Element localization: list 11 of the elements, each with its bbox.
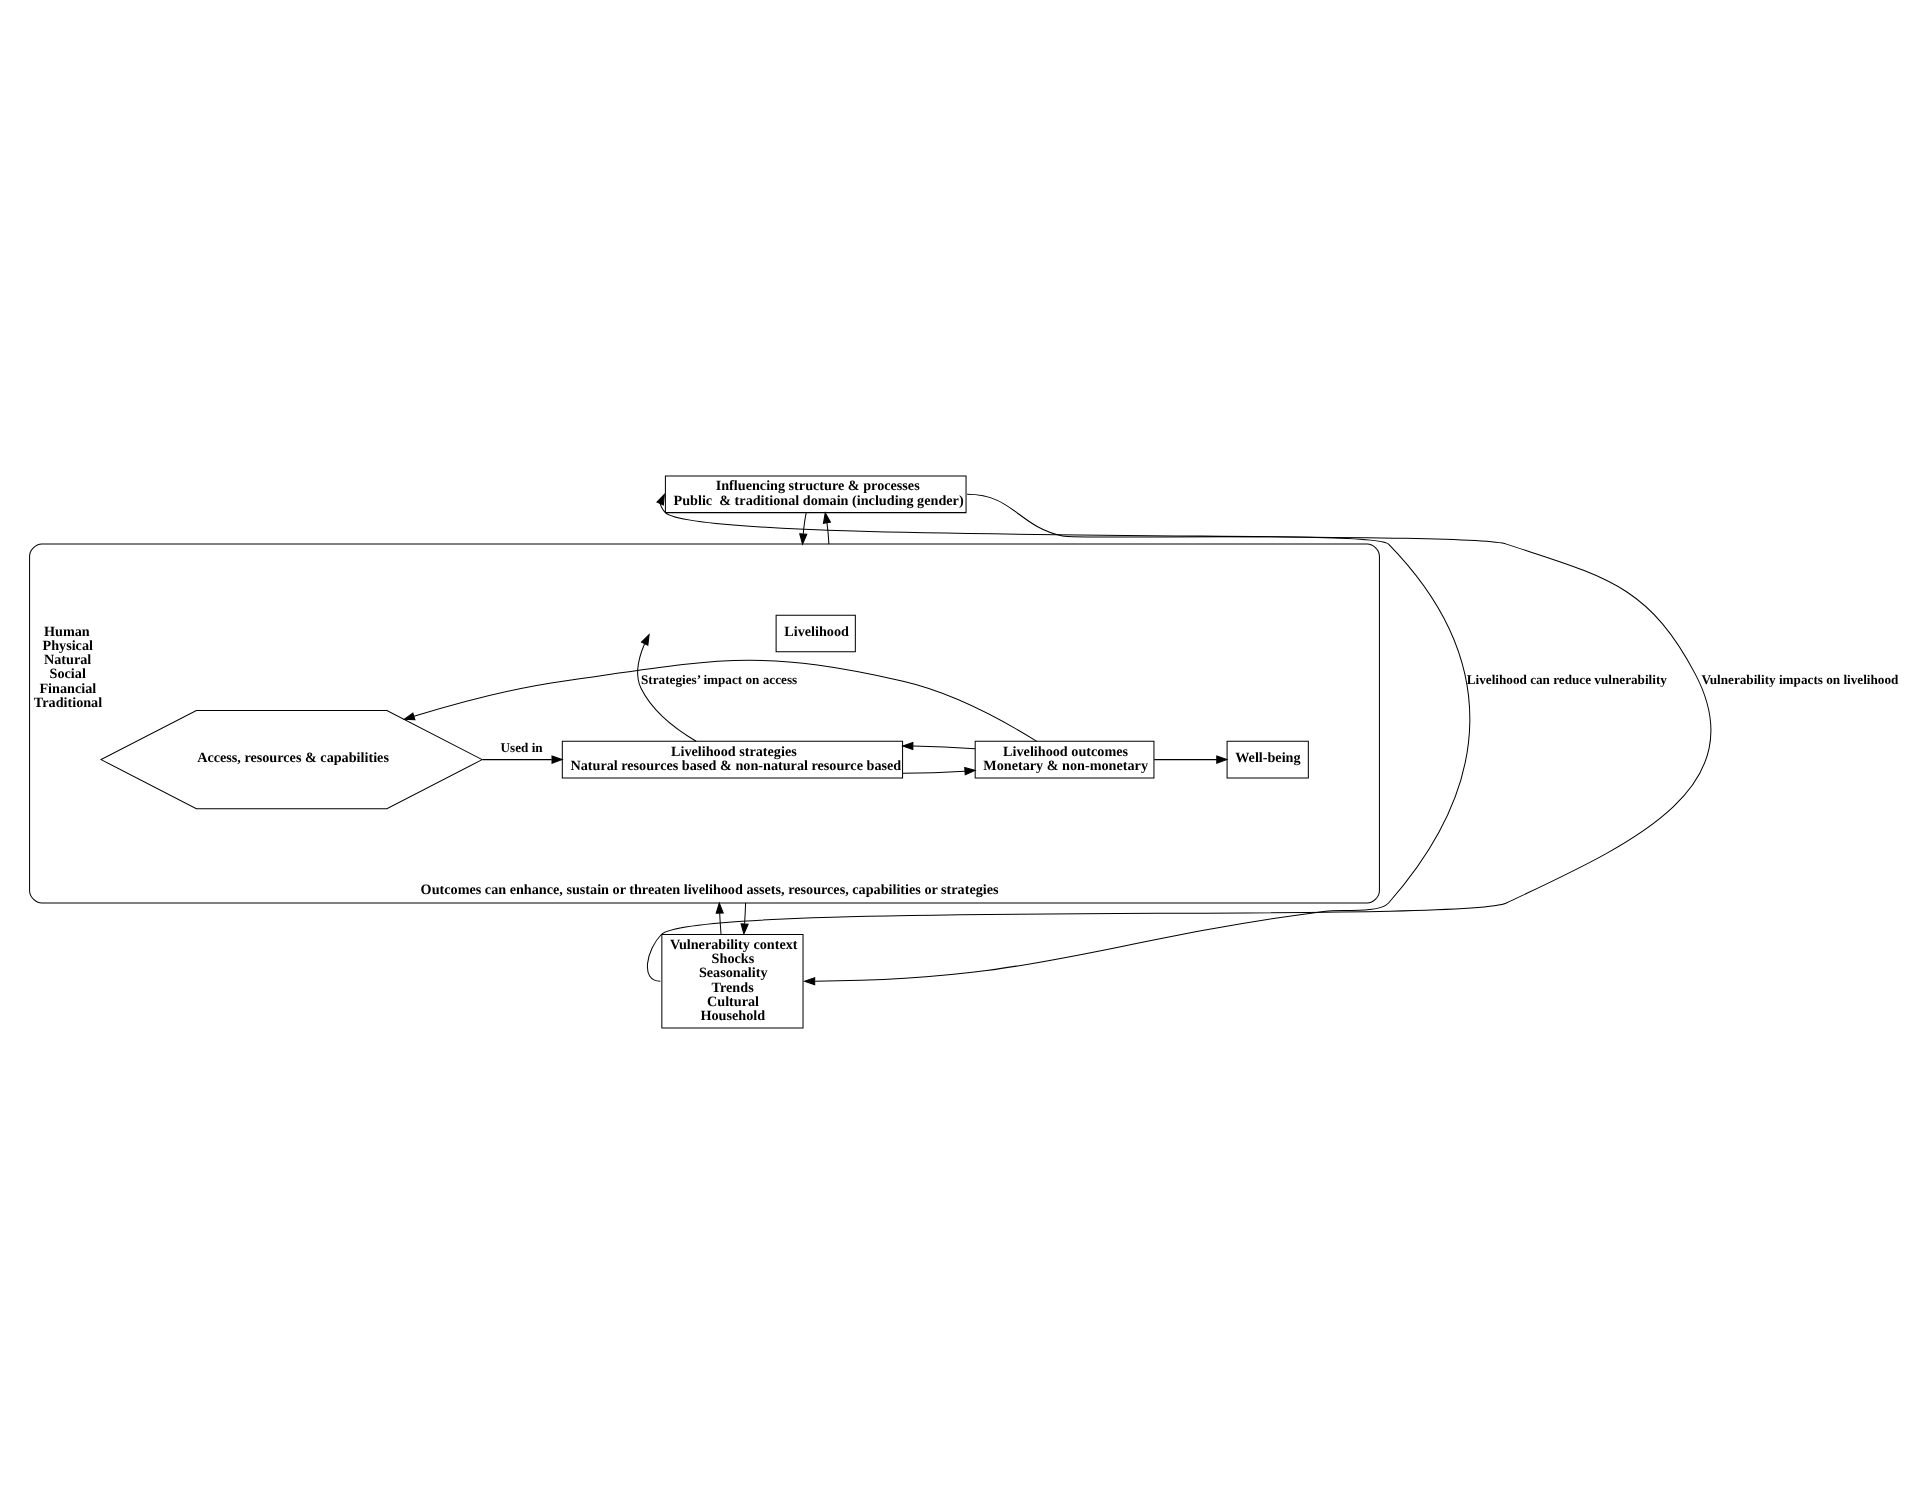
arrow <box>481 755 564 764</box>
arrow <box>901 741 976 751</box>
arrow <box>715 901 724 935</box>
arrow <box>803 493 1471 986</box>
arrow <box>1153 755 1229 764</box>
arrow <box>822 511 832 545</box>
arrow <box>637 633 697 742</box>
arrow <box>799 512 808 546</box>
arrow <box>902 766 977 776</box>
arrow <box>402 659 1038 742</box>
arrow <box>740 902 749 936</box>
